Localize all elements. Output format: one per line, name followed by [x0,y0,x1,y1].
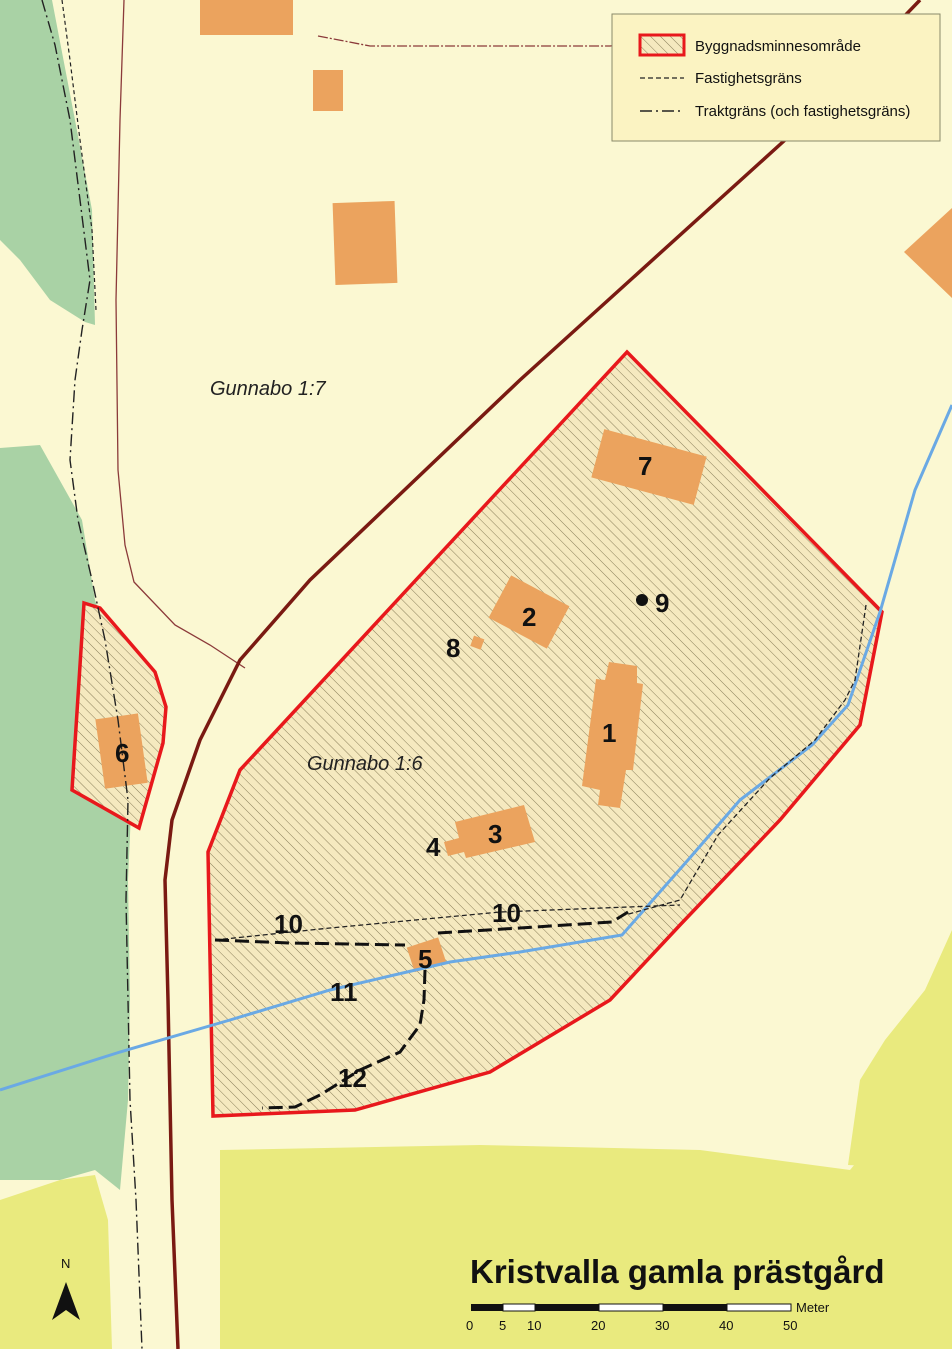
building-2 [488,575,570,649]
property-label-gunnabo-1-6: Gunnabo 1:6 [307,753,424,775]
label-10-west: 10 [274,909,303,939]
label-5: 5 [418,944,432,974]
legend: Byggnadsminnesområde Fastighetsgräns Tra… [611,13,941,142]
heavy-line-10b [437,910,629,935]
label-11: 11 [330,977,358,1007]
legend-label-tract: Traktgräns (och fastighetsgräns) [695,103,910,120]
forest-area-top-left [0,0,95,325]
property-label-gunnabo-1-7: Gunnabo 1:7 [210,378,327,400]
label-10-east: 10 [492,898,521,928]
label-8: 8 [446,633,460,663]
label-3: 3 [488,819,502,849]
heavy-line-10 [214,938,406,947]
building-top [200,0,293,35]
protected-area-main [206,349,884,1118]
scale-tick-0: 0 [466,1318,473,1333]
heavy-line-12 [261,969,427,1110]
scale-unit: Meter [796,1300,830,1315]
label-4: 4 [426,832,441,862]
field-area-bottom [220,1050,952,1349]
north-arrow: N [52,1256,80,1320]
building-small-top [313,70,343,111]
building-large-top [332,200,398,286]
building-6 [95,713,148,789]
tract-boundary-west [41,0,143,1349]
legend-label-property: Fastighetsgräns [695,70,802,87]
building-right-edge [904,208,952,298]
field-area-bottom-left [0,1175,112,1349]
legend-label-area: Byggnadsminnesområde [695,38,861,55]
building-5 [406,937,447,973]
label-12: 12 [338,1063,367,1093]
scale-tick-20: 20 [591,1318,605,1333]
map-title: Kristvalla gamla prästgård [470,1253,885,1290]
scale-tick-5: 5 [499,1318,506,1333]
north-arrow-icon [52,1282,80,1320]
building-3-4 [444,805,535,858]
building-8 [470,635,485,650]
legend-symbol-area [638,33,686,57]
scale-bar: Meter 0 5 10 20 30 40 50 [466,1300,830,1333]
scale-tick-50: 50 [783,1318,797,1333]
scale-tick-10: 10 [527,1318,541,1333]
building-1 [582,662,643,808]
property-line-west [115,0,246,669]
label-6: 6 [115,738,129,768]
north-label: N [61,1256,70,1271]
property-line-east [624,604,867,916]
property-line-10 [214,904,681,941]
road-fill [189,139,801,1349]
tract-boundary-west-2 [61,0,97,311]
point-9 [636,594,648,606]
stream [0,404,952,1092]
label-2: 2 [522,602,536,632]
building-7 [591,429,707,505]
label-9: 9 [655,588,669,618]
field-area-right [848,930,952,1170]
scale-tick-40: 40 [719,1318,733,1333]
label-7: 7 [638,451,652,481]
road-edge-left [163,138,787,1349]
label-1: 1 [602,718,616,748]
scale-tick-30: 30 [655,1318,669,1333]
